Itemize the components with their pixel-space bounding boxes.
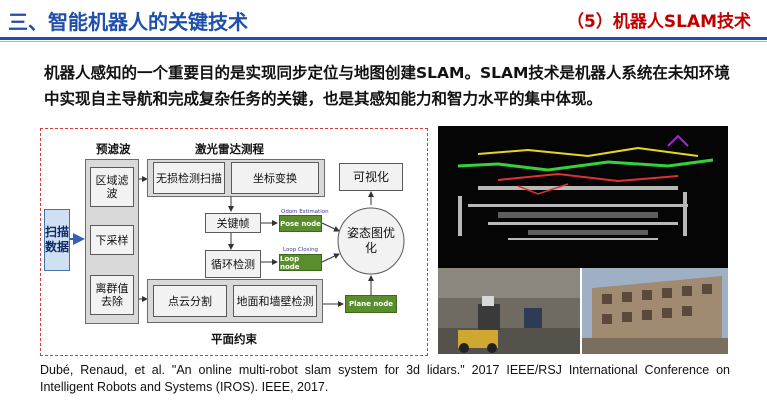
lidar-point-cloud-map-image bbox=[438, 126, 728, 268]
pose-graph-optimization: 姿态图优化 bbox=[346, 226, 395, 255]
pose-node: Pose node bbox=[279, 215, 322, 232]
ground-wall-detection-block: 地面和墙壁检测 bbox=[233, 285, 317, 317]
region-filter-block: 区域滤波 bbox=[90, 167, 134, 207]
odom-estimation-caption: Odom Estimation bbox=[281, 209, 329, 215]
downsample-block: 下采样 bbox=[90, 225, 134, 255]
loop-node: Loop node bbox=[279, 254, 322, 271]
lidar-odometry-label: 激光雷达测程 bbox=[195, 142, 264, 156]
coordinate-transform-block: 坐标变换 bbox=[231, 162, 319, 194]
robot-scene-drawing bbox=[438, 268, 580, 354]
lossless-detection-scan-block: 无损检测扫描 bbox=[153, 162, 225, 194]
header-divider-thin bbox=[0, 41, 767, 42]
building-scene-drawing bbox=[582, 268, 728, 354]
body-paragraph: 机器人感知的一个重要目的是实现同步定位与地图创建SLAM。SLAM技术是机器人系… bbox=[44, 64, 730, 108]
scan-data-block: 扫描数据 bbox=[44, 209, 70, 271]
visualization-block: 可视化 bbox=[339, 163, 403, 191]
diagram-connectors bbox=[70, 176, 405, 307]
prefilter-label: 预滤波 bbox=[96, 142, 131, 156]
loop-detection-block: 循环检测 bbox=[205, 250, 261, 278]
plane-constraint-label: 平面约束 bbox=[211, 332, 257, 346]
ruined-building-photo bbox=[582, 268, 728, 354]
point-cloud-drawing bbox=[438, 126, 728, 268]
robot-photo-left bbox=[438, 268, 580, 354]
reference-citation: Dubé, Renaud, et al. "An online multi-ro… bbox=[40, 363, 730, 394]
keyframe-block: 关键帧 bbox=[205, 213, 261, 233]
header-divider bbox=[0, 37, 767, 40]
plane-node: Plane node bbox=[345, 295, 397, 313]
point-cloud-segmentation-block: 点云分割 bbox=[153, 285, 227, 317]
slide-header: 三、智能机器人的关键技术 （5）机器人SLAM技术 bbox=[0, 0, 767, 42]
subsection-title: （5）机器人SLAM技术 bbox=[567, 12, 751, 32]
loop-closing-caption: Loop Closing bbox=[283, 247, 319, 253]
slam-pipeline-diagram: 扫描数据 预滤波 区域滤波 下采样 离群值去除 激光雷达测程 无损检测扫描 坐标… bbox=[40, 128, 428, 356]
outlier-removal-block: 离群值去除 bbox=[90, 275, 134, 315]
section-title: 三、智能机器人的关键技术 bbox=[8, 10, 248, 34]
